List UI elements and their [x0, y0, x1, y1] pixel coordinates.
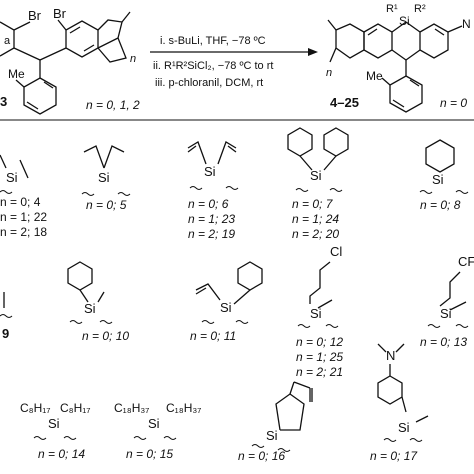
svg-text:C₈H₁₇: C₈H₁₇	[20, 401, 50, 415]
product-atom-si: Si	[399, 14, 410, 28]
substituent-4: Si n = 0; 4 n = 1; 22 n = 2; 18	[0, 154, 47, 239]
product-atom-me: Me	[366, 69, 383, 83]
substituent-6: Si n = 0; 6 n = 1; 23 n = 2; 19	[187, 141, 239, 241]
svg-text:CF: CF	[458, 254, 474, 269]
svg-text:n = 1; 23: n = 1; 23	[188, 212, 235, 226]
starting-material: a Br Br n Me 3 n = 0, 1, 2	[0, 6, 140, 115]
substituent-9: 9	[0, 292, 13, 341]
svg-text:n = 0; 16: n = 0; 16	[238, 449, 285, 463]
svg-text:n = 0; 6: n = 0; 6	[188, 197, 229, 211]
atom-br-2: Br	[53, 6, 67, 21]
substituent-15: C₁₈H₃₇ C₁₈H₃₇ Si n = 0; 15	[114, 401, 201, 461]
atom-br-1: Br	[28, 8, 42, 23]
svg-text:Cl: Cl	[330, 244, 342, 259]
substituent-11: Si n = 0; 11	[190, 261, 263, 343]
product-compound-range: 4–25	[330, 95, 359, 110]
compound-3-label: 3	[0, 94, 7, 109]
atom-me: Me	[8, 67, 25, 81]
substituent-5: Si n = 0; 5	[81, 145, 131, 212]
svg-text:n = 1; 24: n = 1; 24	[292, 212, 339, 226]
svg-text:Si: Si	[48, 416, 60, 431]
svg-text:n = 0; 13: n = 0; 13	[420, 335, 467, 349]
svg-text:n = 0; 10: n = 0; 10	[82, 329, 129, 343]
svg-text:Si: Si	[204, 164, 216, 179]
svg-text:Si: Si	[148, 416, 160, 431]
substituent-17: N Si n = 0; 17	[370, 343, 429, 463]
product-ring-size-n: n	[326, 67, 332, 79]
svg-text:n = 0; 12: n = 0; 12	[296, 335, 343, 349]
substituent-12: Cl Si n = 0; 12 n = 1; 25 n = 2; 21	[296, 244, 343, 379]
svg-text:Si: Si	[6, 170, 18, 185]
svg-text:C₁₈H₃₇: C₁₈H₃₇	[114, 401, 149, 415]
reaction-arrow: i. s-BuLi, THF, −78 ºC ii. R¹R²SiCl₂, −7…	[150, 35, 318, 89]
svg-text:Si: Si	[220, 300, 232, 315]
svg-text:n = 2; 19: n = 2; 19	[188, 227, 235, 241]
substituent-10: Si n = 0; 10	[67, 261, 129, 343]
ring-fragment-a: a	[4, 35, 11, 47]
svg-text:9: 9	[2, 326, 9, 341]
svg-text:n = 0; 7: n = 0; 7	[292, 197, 334, 211]
substituent-16: Si n = 0; 16	[238, 381, 313, 463]
svg-text:N: N	[386, 348, 395, 363]
svg-text:n = 2; 20: n = 2; 20	[292, 227, 339, 241]
svg-text:Si: Si	[440, 306, 452, 321]
svg-text:n = 1; 22: n = 1; 22	[0, 210, 47, 224]
substituent-14: C₈H₁₇ C₈H₁₇ Si n = 0; 14	[20, 401, 90, 461]
svg-text:Si: Si	[310, 306, 322, 321]
substituent-7: Si n = 0; 7 n = 1; 24 n = 2; 20	[287, 127, 349, 241]
svg-text:Si: Si	[84, 301, 96, 316]
product-r2: R²	[414, 3, 426, 15]
condition-step-ii: ii. R¹R²SiCl₂, −78 ºC to rt	[153, 60, 273, 72]
svg-text:n = 0; 14: n = 0; 14	[38, 447, 85, 461]
svg-text:n = 0; 5: n = 0; 5	[86, 198, 127, 212]
svg-text:Si: Si	[266, 428, 278, 443]
svg-text:Si: Si	[432, 172, 444, 187]
condition-step-iii: iii. p-chloranil, DCM, rt	[155, 77, 263, 89]
svg-text:n = 0; 4: n = 0; 4	[0, 195, 41, 209]
svg-text:Si: Si	[398, 420, 410, 435]
condition-step-i: i. s-BuLi, THF, −78 ºC	[160, 35, 266, 47]
substituent-8: Si n = 0; 8	[419, 139, 469, 212]
svg-text:C₁₈H₃₇: C₁₈H₃₇	[166, 401, 201, 415]
svg-text:n = 0; 11: n = 0; 11	[190, 329, 236, 343]
svg-text:n = 2; 18: n = 2; 18	[0, 225, 47, 239]
svg-text:Si: Si	[310, 168, 322, 183]
svg-text:n = 0; 15: n = 0; 15	[126, 447, 173, 461]
product-r1: R¹	[386, 3, 398, 15]
svg-text:C₈H₁₇: C₈H₁₇	[60, 401, 90, 415]
substituent-13: CF Si n = 0; 13	[420, 254, 474, 349]
start-n-values: n = 0, 1, 2	[86, 98, 140, 112]
product-n-label: n = 0	[440, 96, 467, 110]
svg-text:n = 1; 25: n = 1; 25	[296, 350, 343, 364]
svg-text:n = 0; 8: n = 0; 8	[420, 198, 461, 212]
product-atom-n-partial: N	[462, 17, 471, 31]
svg-text:Si: Si	[98, 170, 110, 185]
ring-size-n: n	[130, 53, 136, 65]
product: n Si R¹ R² N Me 4–25 n = 0	[326, 3, 471, 113]
svg-text:n = 0; 17: n = 0; 17	[370, 449, 418, 463]
svg-text:n = 2; 21: n = 2; 21	[296, 365, 343, 379]
